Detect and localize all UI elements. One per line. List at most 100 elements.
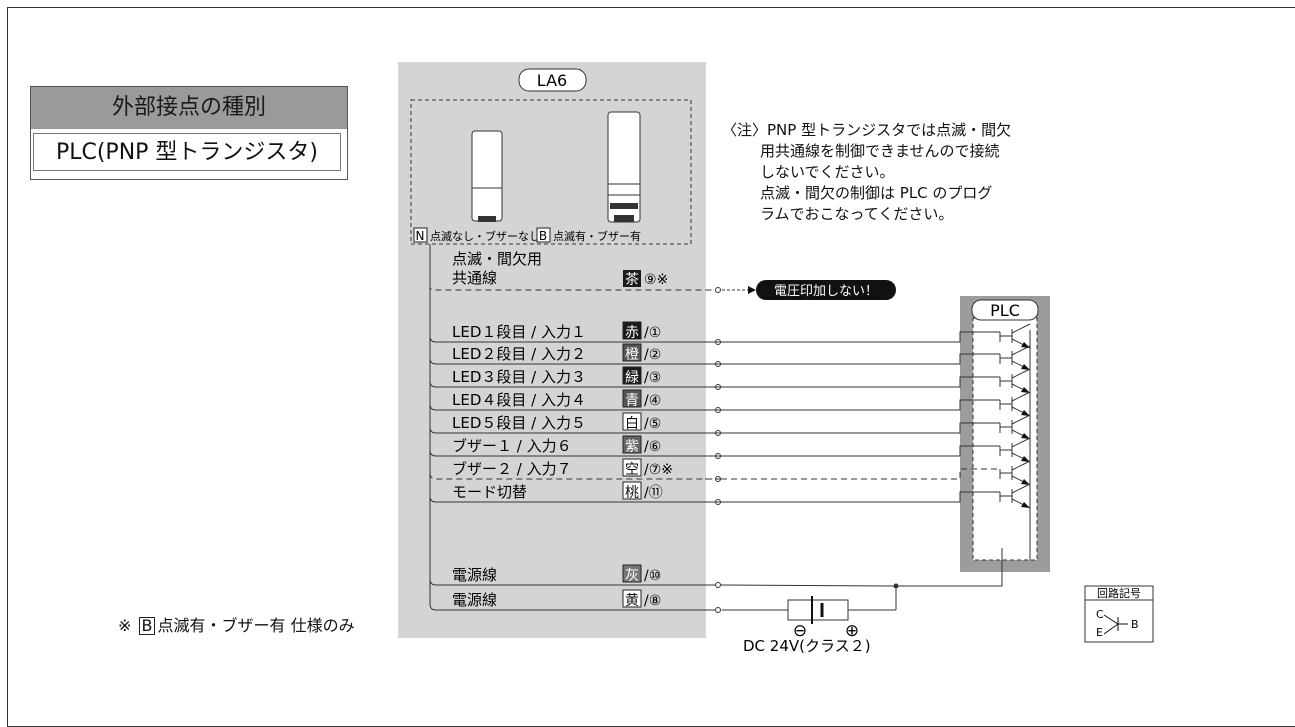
color-swatch [622,564,642,583]
common-wire-color: 茶 [625,272,639,288]
wire-label: LED４段目 / 入力４ [452,391,586,409]
wire-label: ブザー１ / 入力６ [452,437,572,455]
minus-symbol: ⊖ [793,621,807,641]
note-block: 〈注〉PNP 型トランジスタでは点滅・間欠 用共通線を制御できませんので接続 し… [722,120,1011,225]
arrow-icon [1021,342,1030,348]
footnote-marker: ※ [118,616,132,635]
arrow-icon [1021,479,1030,485]
tower-lamp-n-icon [471,130,503,222]
la6-name-pill [518,68,587,92]
wire-label: LED３段目 / 入力３ [452,368,586,386]
wire-label: 電源線 [452,566,497,584]
variant-n-letter: N [416,229,425,243]
transistor-collector [1011,345,1031,356]
terminal [715,607,721,613]
transistor-collector [1011,368,1031,379]
color-swatch [623,270,641,287]
common-wire-number: ⑨※ [644,272,668,288]
arrow-icon [1021,433,1030,439]
terminal [715,582,721,588]
symbol-c: C [1096,608,1104,621]
wire-number: /⑪ [644,485,663,501]
power-wires: 電源線灰/⑩電源線黄/⑧ [429,564,897,613]
terminal [715,287,721,293]
wire-color: 黄 [625,592,639,609]
la6-name: LA6 [537,71,567,90]
wire-color: 紫 [625,439,639,455]
warning-badge [756,280,896,300]
transistor-collector [1011,460,1031,471]
la6-panel [398,62,706,638]
transistor-collector [1011,414,1031,425]
arrow-icon [1021,410,1030,416]
circuit-symbol-box [1084,585,1154,643]
contact-type-heading: 外部接点の種別 [31,87,347,129]
wire-label: LED２段目 / 入力２ [452,345,586,363]
color-swatch [622,458,642,477]
wire-line [700,331,1000,343]
transistor-collector [1011,483,1031,494]
common-wire-label: 共通線 [452,269,497,287]
wire-label: LED５段目 / 入力５ [452,414,586,432]
wire-line [700,491,1000,503]
wire-color: 橙 [625,347,639,363]
symbol-b: B [1131,618,1139,631]
wire-line [700,445,1000,457]
color-swatch [622,321,642,340]
wire-line [429,578,715,586]
wire-color: 白 [625,416,639,432]
note-line: PNP 型トランジスタでは点滅・間欠 [767,121,1012,139]
wire-line [720,584,897,587]
wire-number: /⑧ [644,593,661,609]
plc-name-pill [971,299,1039,321]
contact-type-value: PLC(PNP 型トランジスタ) [33,133,341,171]
footnote-text: 点滅有・ブザー有 仕様のみ [157,616,355,635]
common-wire-label: 点滅・間欠用 [452,250,542,268]
color-swatch [622,389,642,408]
note-line: ラムでおこなってください。 [760,205,954,223]
variant-n-text: 点滅なし・ブザーなし [430,229,540,243]
note-line: 点滅・間欠の制御は PLC のプログ [760,184,993,202]
plc-common-line [896,548,1003,587]
variant-b-badge [536,227,551,243]
wire-number: /⑦※ [644,462,673,478]
plus-symbol: ⊕ [845,621,859,641]
color-swatch [622,481,642,500]
circuit-symbol-title: 回路記号 [1097,586,1141,600]
wire-line [700,376,1000,388]
wire-number: /① [644,325,661,341]
arrow-icon [1021,364,1030,370]
color-swatch [622,435,642,454]
wire-color: 赤 [625,325,639,341]
tower-lamp-b-icon [607,111,641,223]
color-swatch [622,366,642,385]
wire-color: 空 [625,462,639,478]
wire-label: モード切替 [452,483,527,501]
battery-icon [787,599,849,621]
arrow-icon [748,286,756,294]
wire-label: 電源線 [452,591,497,609]
wire-label: LED１段目 / 入力１ [452,323,586,341]
wire-color: 緑 [625,370,639,386]
variant-b-letter: B [539,229,547,243]
power-supply-label: DC 24V(クラス２) [743,637,871,655]
transistor-collector [1011,323,1031,334]
wire-color: 灰 [625,568,639,584]
contact-type-box: 外部接点の種別 PLC(PNP 型トランジスタ) [30,86,348,180]
arrow-icon [1021,387,1030,393]
wire-line [700,399,1000,411]
wire-line [700,353,1000,365]
wire-color: 桃 [625,485,639,501]
note-marker: 〈注〉 [722,121,768,139]
color-swatch [622,412,642,431]
color-swatch [622,589,642,608]
wire-line [429,603,715,611]
wire-color: 青 [625,393,639,409]
transistor-collector [1011,437,1031,448]
wire-number: /③ [644,370,661,386]
arrow-icon [1021,502,1030,508]
arrow-icon [1021,456,1030,462]
plc-name: PLC [990,301,1020,320]
